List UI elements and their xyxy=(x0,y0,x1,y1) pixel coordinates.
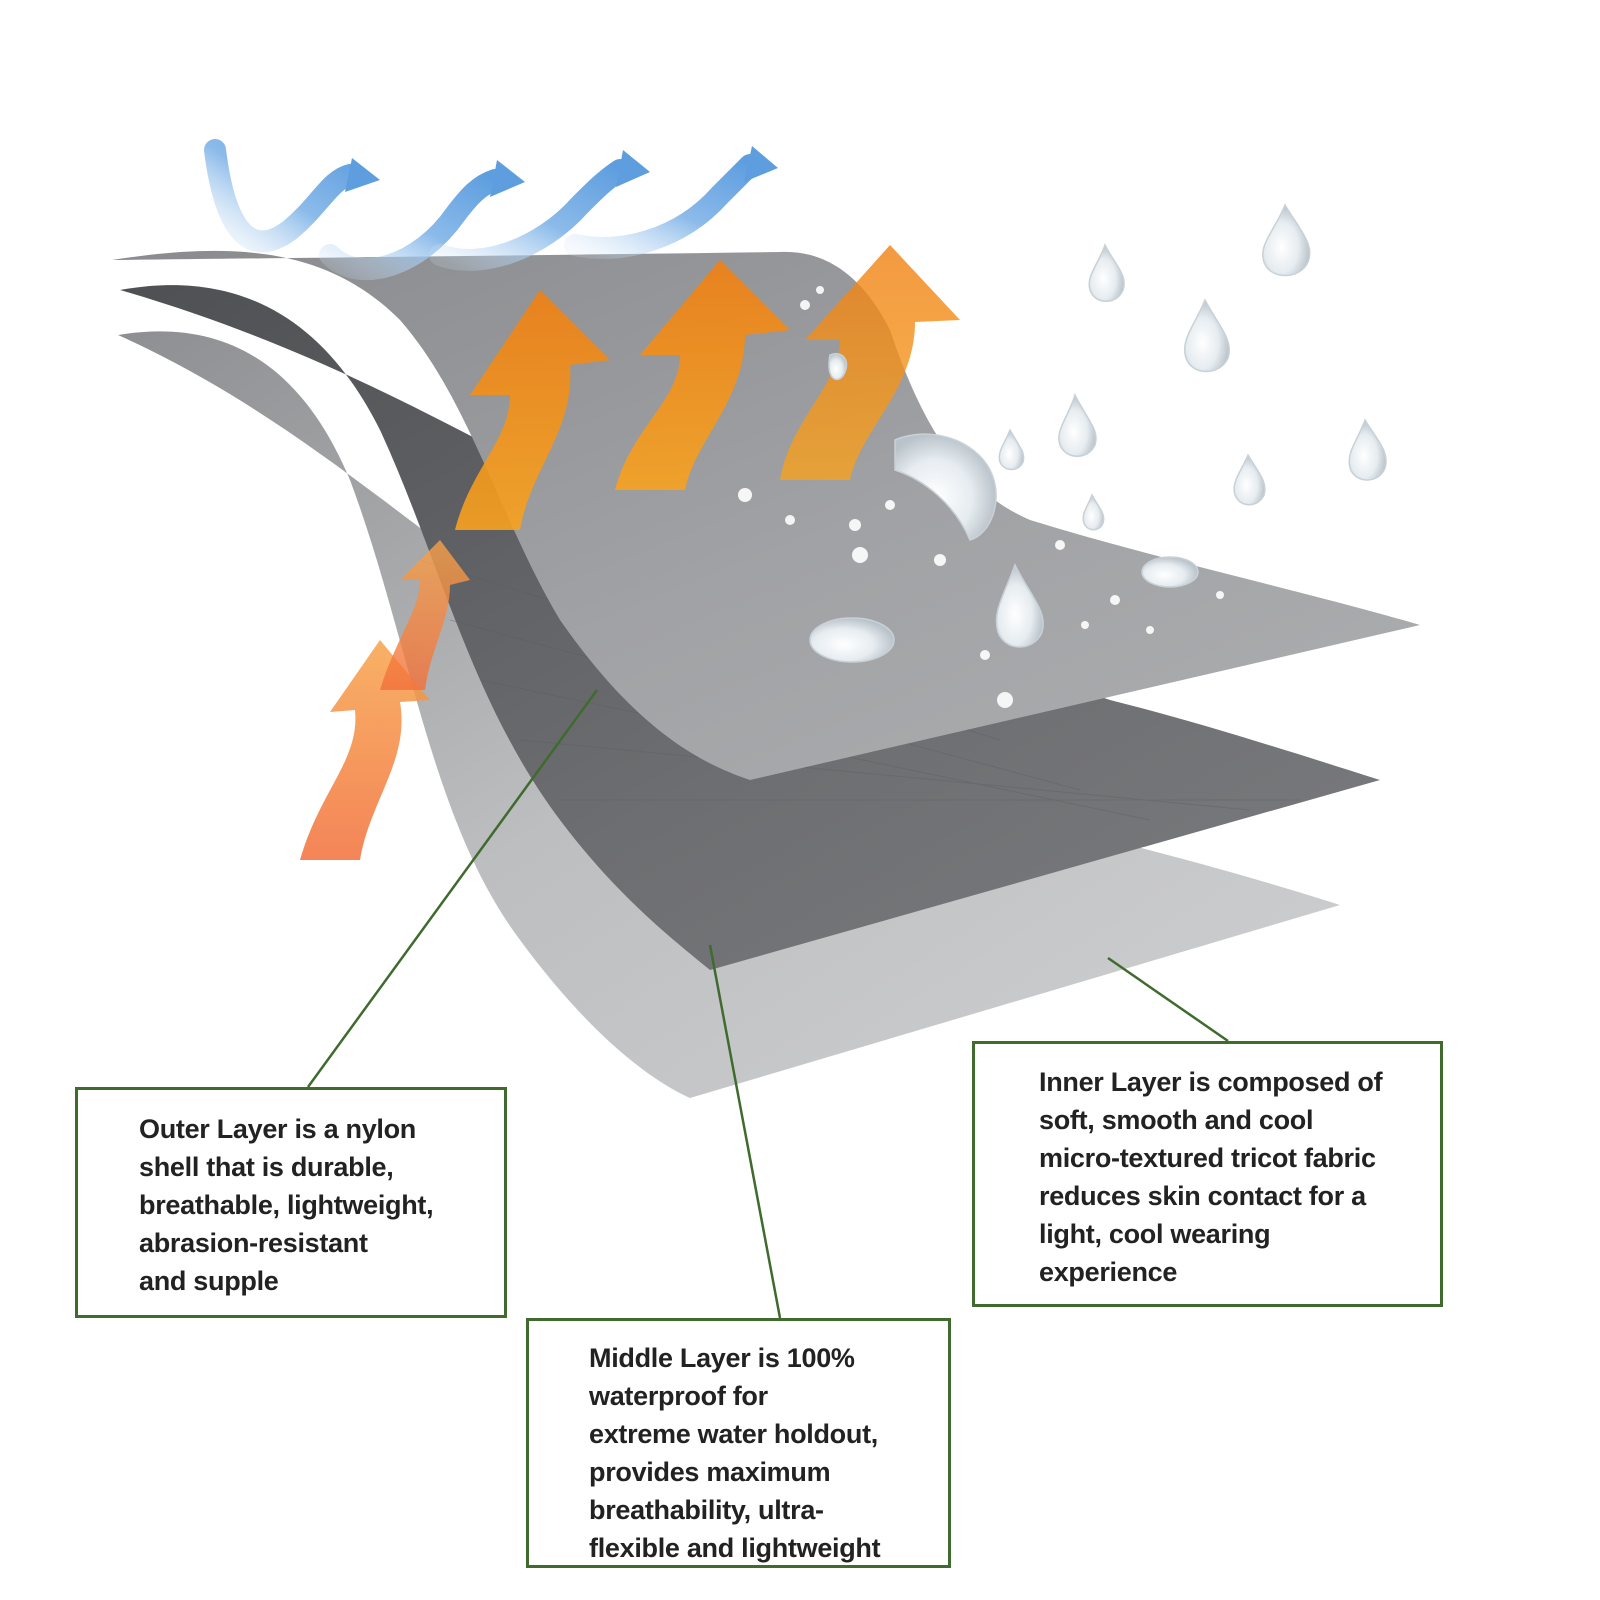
outer-layer-callout: Outer Layer is a nylon shell that is dur… xyxy=(75,1087,507,1318)
water-drop-icon xyxy=(809,203,1387,663)
outer-layer-description: Outer Layer is a nylon shell that is dur… xyxy=(139,1114,434,1296)
outer-leader-line xyxy=(306,689,599,1088)
outer-layer-sheet xyxy=(112,250,1420,780)
heat-arrow-icon xyxy=(300,245,960,860)
water-droplets-small xyxy=(738,286,1224,708)
middle-leader-line xyxy=(708,944,782,1319)
middle-layer-description: Middle Layer is 100% waterproof for extr… xyxy=(589,1343,881,1563)
inner-leader-line xyxy=(1107,956,1229,1043)
air-flow-arrow-icon xyxy=(204,139,761,281)
air-arrow-heads xyxy=(345,146,778,197)
inner-layer-description: Inner Layer is composed of soft, smooth … xyxy=(1039,1067,1383,1287)
inner-layer-callout: Inner Layer is composed of soft, smooth … xyxy=(972,1041,1443,1307)
middle-layer-callout: Middle Layer is 100% waterproof for extr… xyxy=(526,1318,951,1568)
leader-lines xyxy=(306,689,1229,1319)
